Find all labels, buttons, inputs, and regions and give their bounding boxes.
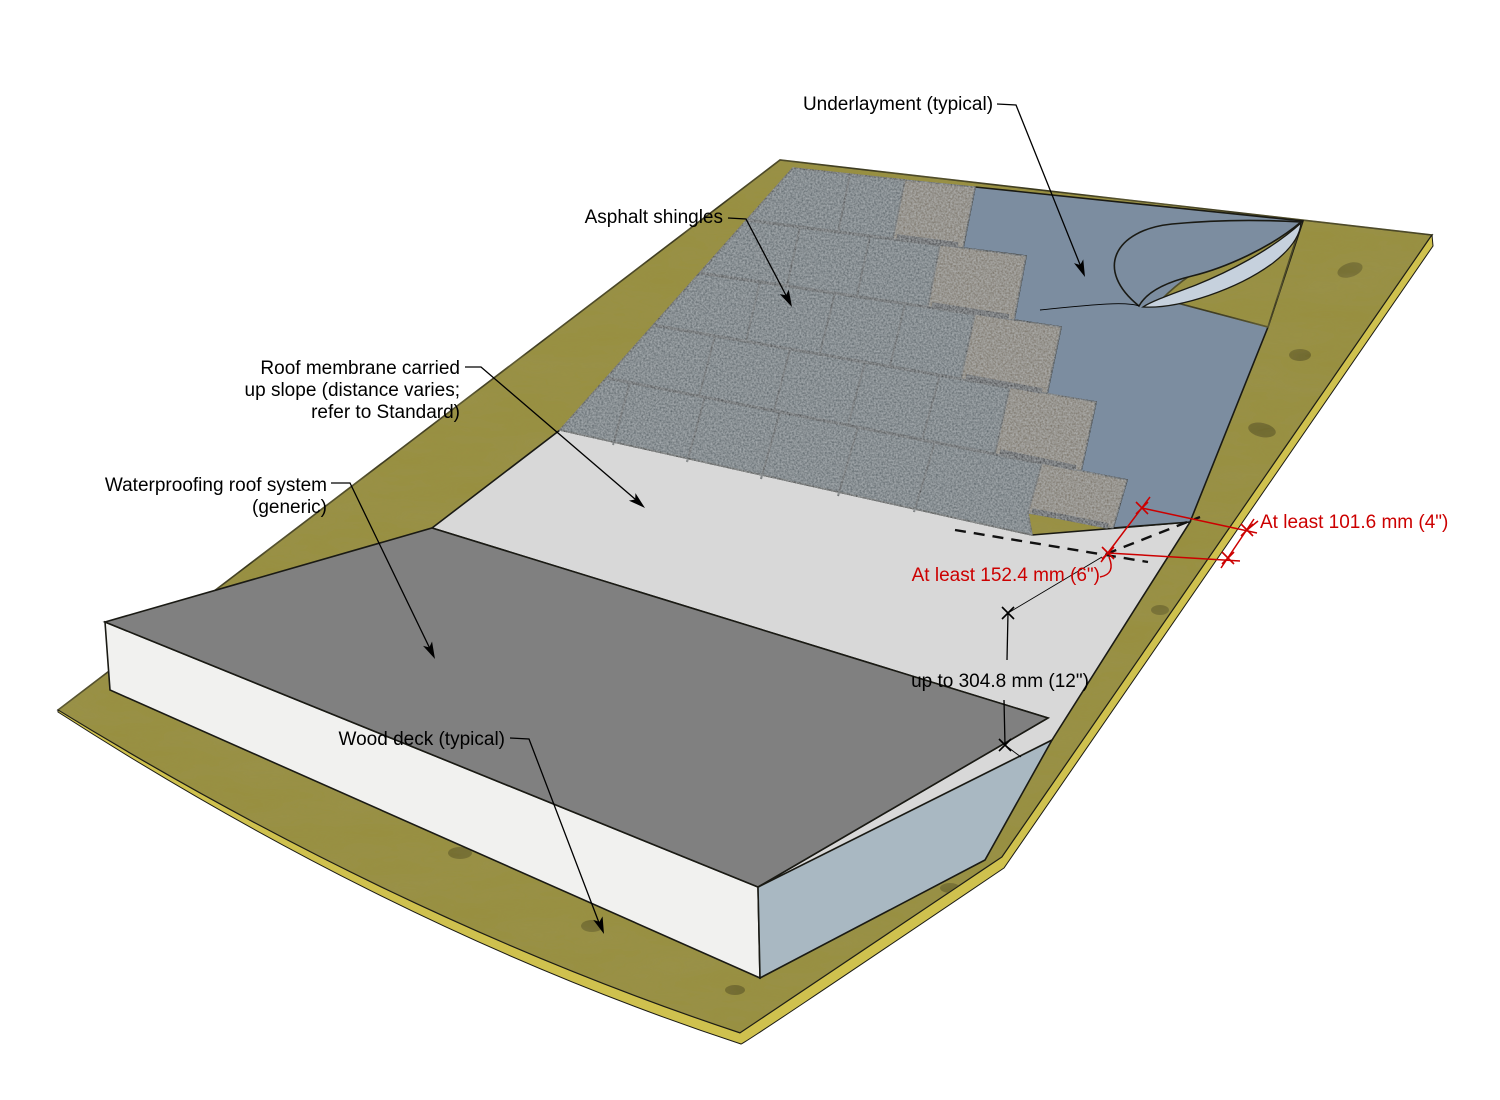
label-roof-membrane-line1: Roof membrane carried: [260, 358, 460, 379]
tar-strip: [1031, 508, 1109, 529]
label-underlayment: Underlayment (typical): [803, 94, 993, 115]
dimension-6in-label: At least 152.4 mm (6"): [912, 565, 1100, 586]
shingle-joint-line: [819, 292, 836, 354]
leader-arrowhead-icon: [593, 916, 604, 934]
wood-knot: [1248, 422, 1276, 438]
leader-line: [509, 737, 602, 929]
membrane-surface: [102, 527, 1050, 888]
leader-line: [996, 103, 1084, 273]
leader-arrowhead-icon: [628, 493, 645, 508]
dimension-extension-line: [1141, 507, 1258, 534]
dimension-tick-icon: [1221, 551, 1235, 565]
leader-line: [465, 366, 643, 506]
dimension-extension-line: [1107, 552, 1241, 562]
tar-strip: [931, 302, 1010, 320]
dimension-12in-label: up to 304.8 mm (12"): [911, 671, 1089, 692]
shingle-joint-line: [847, 361, 866, 426]
dimension-leader-line: [1246, 520, 1259, 531]
dimension-leader-arc: [1099, 556, 1112, 578]
shingle-joint-line: [889, 303, 906, 367]
shingle-joint-line: [773, 348, 791, 412]
dimension-12in: up to 304.8 mm (12"): [911, 556, 1103, 758]
callout-waterproofing: Waterproofing roof system (generic): [105, 475, 435, 659]
hidden-membrane-edge-dashed-line: [954, 528, 1149, 564]
shingle-joint-line: [760, 411, 781, 480]
wood-deck-edge: [57, 233, 1434, 1045]
leader-line: [331, 482, 434, 656]
dimension-4in-label: At least 101.6 mm (4"): [1260, 512, 1448, 533]
wood-knot: [1289, 349, 1311, 361]
wood-knot: [1151, 605, 1169, 615]
shingle-joint-line: [837, 426, 859, 497]
shingle-joint-line: [837, 173, 851, 234]
underlayment-crease-line: [1039, 303, 1140, 311]
label-waterproofing-line1: Waterproofing roof system: [105, 475, 327, 496]
label-wood-deck: Wood deck (typical): [339, 729, 506, 750]
leader-arrowhead-icon: [779, 289, 792, 307]
shingle-joint-line: [612, 381, 631, 446]
leader-arrowhead-icon: [1073, 259, 1085, 277]
dimension-extension-line: [1007, 556, 1103, 614]
brown-shingle: [960, 313, 1062, 395]
leader-arrowhead-icon: [423, 641, 435, 659]
tar-strip: [896, 234, 959, 248]
shingle-joint-line: [786, 226, 801, 287]
tar-strip: [965, 374, 1043, 394]
wood-knot: [725, 985, 745, 995]
callout-underlayment: Underlayment (typical): [803, 94, 1085, 277]
underlayment-curl-roll: [1113, 219, 1304, 308]
wood-knot: [448, 847, 472, 859]
shingle-joint-line: [921, 374, 941, 441]
shingle-joint-line: [745, 281, 761, 342]
label-roof-membrane-line3: refer to Standard): [311, 402, 460, 423]
shingle-joint-line: [856, 235, 871, 297]
tar-strip: [999, 449, 1077, 471]
dimension-line: [1006, 612, 1009, 661]
brown-shingle: [1027, 462, 1128, 529]
callout-roof-membrane: Roof membrane carried up slope (distance…: [245, 358, 645, 508]
shingle-joint-line: [686, 396, 706, 463]
callout-asphalt-shingles: Asphalt shingles: [585, 207, 792, 307]
label-asphalt-shingles: Asphalt shingles: [585, 207, 723, 228]
asphalt-shingle-field: [558, 167, 1128, 537]
callout-wood-deck: Wood deck (typical): [339, 729, 604, 934]
dimension-4in: At least 101.6 mm (4"): [1107, 507, 1448, 569]
underlayment-curl: [1039, 219, 1304, 328]
shingle-joint-line: [698, 335, 716, 397]
underlayment-curl-underside: [1141, 221, 1302, 308]
label-waterproofing-line2: (generic): [252, 497, 327, 518]
label-roof-membrane-line2: up slope (distance varies;: [245, 380, 460, 401]
hidden-underlayment-edge-dashed-line: [1105, 515, 1201, 556]
dimension-tick-icon: [998, 738, 1012, 752]
dimension-line: [1003, 699, 1006, 746]
wood-knot: [1337, 262, 1363, 278]
dimension-tick-icon: [1001, 606, 1015, 620]
waterproofing-slab-front-face: [104, 620, 761, 980]
leader-line: [727, 217, 791, 304]
shingle-joint-line: [913, 441, 936, 513]
